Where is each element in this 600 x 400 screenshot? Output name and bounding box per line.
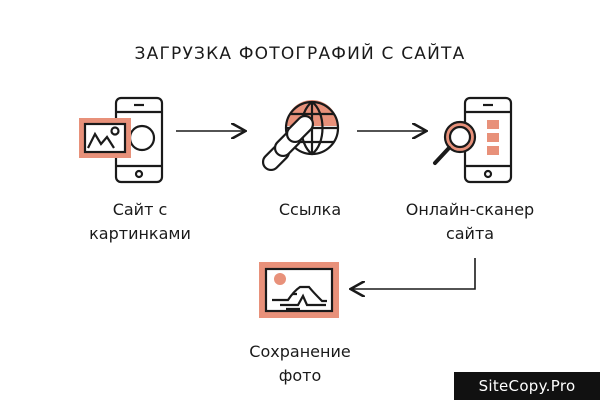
step-label-save: Сохранение фото xyxy=(249,342,351,385)
step-label-site: Сайт с картинками xyxy=(89,200,191,243)
arrow-scanner-to-save xyxy=(352,258,476,289)
diagram-title: ЗАГРУЗКА ФОТОГРАФИЙ С САЙТА xyxy=(134,44,466,64)
phone-with-image-icon xyxy=(79,96,164,184)
framed-photo-icon xyxy=(259,262,339,318)
globe-chain-link-icon xyxy=(261,100,340,172)
phone-magnifier-icon xyxy=(433,96,513,184)
watermark-badge: SiteCopy.Pro xyxy=(454,372,600,400)
step-label-link: Ссылка xyxy=(278,200,342,219)
step-label-scanner: Онлайн-сканер сайта xyxy=(405,200,535,243)
